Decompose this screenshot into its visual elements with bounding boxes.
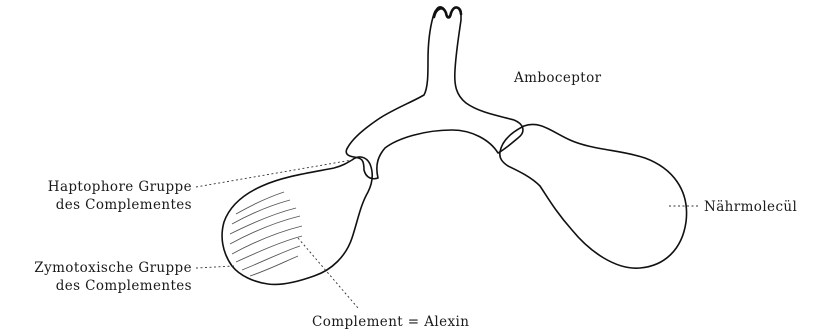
haptophore-label-line2: des Complementes [56,197,192,213]
zymotoxische-label-line2: des Complementes [56,278,192,294]
amboceptor-shape [346,7,523,179]
haptophore-label-line1: Haptophore Gruppe [48,179,192,195]
naehrmolecuel-shape [500,124,687,268]
zymotoxische-label-line1: Zymotoxische Gruppe [34,260,192,276]
complement-shape [222,157,372,285]
complement-label: Complement = Alexin [312,314,469,330]
zymotoxische-leader [196,266,234,268]
amboceptor-top-edge [434,7,461,17]
zymotoxische-stripes [230,192,302,276]
complement-leader [298,238,358,308]
haptophore-leader [196,160,352,187]
amboceptor-label: Amboceptor [513,70,602,86]
naehrmolecuel-label: Nährmolecül [704,199,797,215]
